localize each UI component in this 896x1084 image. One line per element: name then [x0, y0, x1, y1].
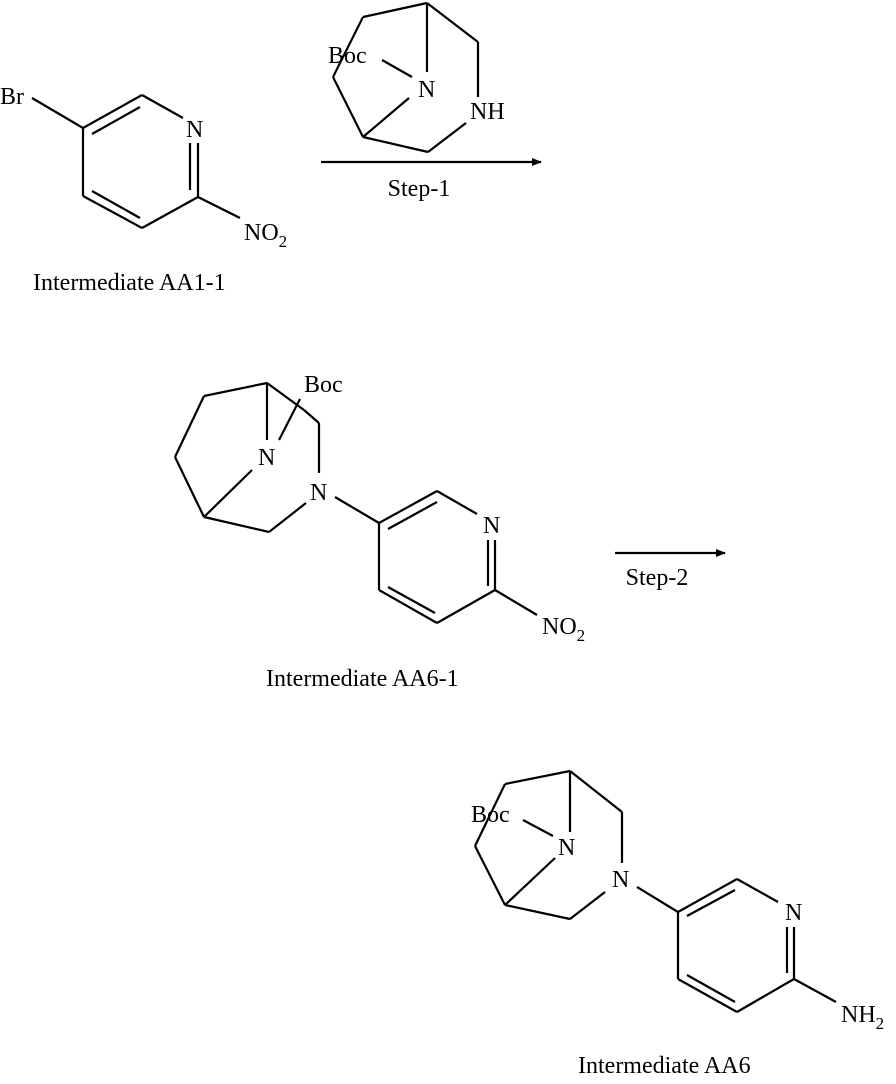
bond — [505, 905, 570, 919]
bond — [333, 77, 363, 137]
atom-boc: Boc — [328, 43, 367, 69]
atom-n: N — [310, 480, 327, 506]
atom-n: N — [612, 867, 629, 893]
compound-intermediate-aa1-1: Br N NO2 Intermediate AA1-1 — [0, 84, 287, 296]
bond — [737, 979, 794, 1012]
compound-intermediate-aa6-1: Boc N N N NO2 Intermediate AA6-1 — [175, 372, 585, 692]
bond — [379, 590, 437, 623]
bond — [142, 197, 198, 228]
bond — [427, 3, 478, 42]
bond — [523, 820, 553, 836]
compound-intermediate-aa6: Boc N N N NH2 Intermediate AA6 — [471, 771, 884, 1079]
bond — [475, 846, 505, 905]
reagent-boc-diazabicyclooctane: Boc N NH — [328, 3, 505, 152]
bond — [142, 95, 183, 118]
bond — [204, 383, 267, 396]
bond — [304, 410, 319, 423]
bond — [83, 196, 142, 228]
bond — [570, 892, 605, 919]
atom-boc: Boc — [471, 802, 510, 828]
atom-no2: NO2 — [244, 220, 287, 251]
bond — [267, 383, 304, 410]
bond — [279, 399, 300, 440]
bond — [737, 879, 778, 902]
atom-nh2: NH2 — [841, 1002, 884, 1033]
atom-n: N — [418, 77, 435, 103]
bond — [363, 98, 409, 137]
bond-double-inner — [388, 502, 437, 529]
atom-nh: NH — [470, 99, 505, 125]
bond — [495, 590, 537, 615]
bond — [198, 197, 240, 218]
bond — [505, 858, 555, 905]
step-2-label: Step-2 — [626, 565, 689, 591]
atom-br: Br — [0, 84, 24, 110]
atom-n: N — [558, 835, 575, 861]
atom-n: N — [785, 900, 802, 926]
bond — [175, 396, 204, 457]
bond — [794, 979, 836, 1002]
bond — [204, 517, 269, 532]
atom-n: N — [258, 445, 275, 471]
bond — [363, 3, 427, 17]
bond — [678, 879, 737, 912]
bond — [363, 137, 428, 152]
bond — [32, 98, 83, 128]
compound-label: Intermediate AA6 — [578, 1053, 751, 1079]
bond — [570, 771, 622, 812]
atom-boc: Boc — [304, 372, 343, 398]
compound-label: Intermediate AA1-1 — [33, 270, 226, 296]
bond — [505, 771, 570, 784]
bond — [175, 457, 204, 517]
atom-n: N — [483, 513, 500, 539]
bond — [382, 60, 412, 77]
bond — [637, 887, 678, 912]
step-1-label: Step-1 — [388, 176, 451, 202]
atom-n: N — [186, 117, 203, 143]
bond — [204, 470, 252, 517]
bond — [269, 503, 306, 532]
bond — [678, 979, 737, 1012]
bond — [428, 123, 466, 152]
atom-no2: NO2 — [542, 614, 585, 645]
bond — [437, 590, 495, 623]
compound-label: Intermediate AA6-1 — [266, 666, 459, 692]
bond — [437, 491, 477, 514]
bond — [335, 497, 379, 523]
bond-double-inner — [92, 107, 140, 134]
